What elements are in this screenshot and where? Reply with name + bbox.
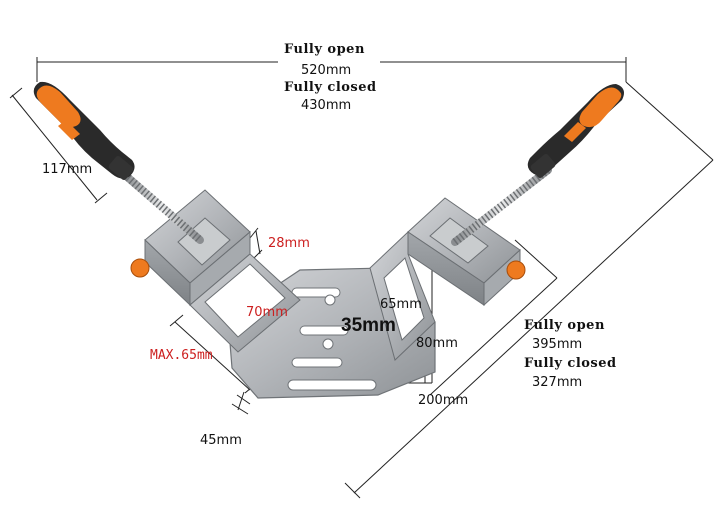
- right-jaw: [369, 197, 526, 361]
- overall-closed-label: Fully closed: [284, 80, 377, 95]
- left-jaw: [130, 189, 301, 353]
- base-height-value: 80mm: [416, 336, 458, 351]
- diagonal-closed-label: Fully closed: [524, 356, 617, 371]
- inner-slot-value: 65mm: [380, 297, 422, 312]
- overall-open-label: Fully open: [284, 42, 365, 57]
- diagonal-closed-value: 327mm: [532, 375, 583, 390]
- diagonal-open-label: Fully open: [524, 318, 605, 333]
- overall-open-value: 520mm: [301, 63, 352, 78]
- max-capacity-value: MAX.65mm: [150, 348, 213, 363]
- base-thickness-value: 45mm: [200, 433, 242, 448]
- handle-length-value: 117mm: [42, 162, 93, 177]
- left-screw-handle: [33, 81, 204, 244]
- corner-size-value: 35mm: [341, 315, 396, 336]
- overall-closed-value: 430mm: [301, 98, 352, 113]
- right-screw-handle: [451, 84, 624, 246]
- base-width-value: 200mm: [418, 393, 469, 408]
- jaw-depth-value: 28mm: [268, 236, 310, 251]
- diagonal-open-value: 395mm: [532, 337, 583, 352]
- jaw-width-value: 70mm: [246, 305, 288, 320]
